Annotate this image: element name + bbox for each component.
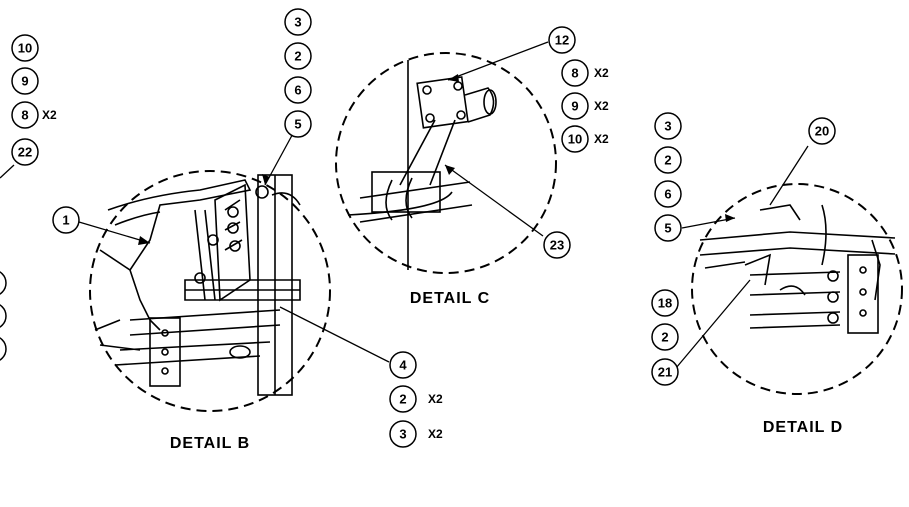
balloon-d-2b: 2 bbox=[651, 323, 679, 351]
detail-c-title: DETAIL C bbox=[410, 290, 490, 307]
qty-c-9: X2 bbox=[594, 99, 609, 113]
balloon-b-bot-2: 2 bbox=[389, 385, 417, 413]
balloon-d-20: 20 bbox=[808, 117, 836, 145]
qty-b-bot-2: X2 bbox=[428, 392, 443, 406]
balloon-d-2-text: 2 bbox=[664, 153, 671, 168]
balloon-b-left-22-text: 22 bbox=[18, 145, 32, 160]
balloon-d-5-text: 5 bbox=[664, 221, 671, 236]
balloon-d-2: 2 bbox=[654, 146, 682, 174]
balloon-b-1: 1 bbox=[52, 206, 80, 234]
balloon-b-left-9-text: 9 bbox=[21, 74, 28, 89]
balloon-c-12: 12 bbox=[548, 26, 576, 54]
detail-titles: DETAIL B DETAIL C DETAIL D bbox=[170, 290, 843, 452]
balloon-b-top-5: 5 bbox=[284, 110, 312, 138]
balloon-b-left-8: 8 bbox=[11, 101, 39, 129]
balloon-d-3-text: 3 bbox=[664, 119, 671, 134]
balloon-d-3: 3 bbox=[654, 112, 682, 140]
balloon-b-bot-3: 3 bbox=[389, 420, 417, 448]
detail-b-boundary bbox=[89, 170, 331, 412]
balloon-b-bot-4-text: 4 bbox=[399, 358, 407, 373]
detail-d-boundary bbox=[691, 183, 903, 395]
balloon-d-20-text: 20 bbox=[815, 124, 829, 139]
balloon-b-bot-3-text: 3 bbox=[399, 427, 406, 442]
partial-balloon-2 bbox=[0, 304, 7, 328]
detail-c-structure bbox=[347, 60, 497, 270]
balloon-b-left-22: 22 bbox=[11, 138, 39, 166]
detail-b-title: DETAIL B bbox=[170, 435, 250, 452]
qty-c-8: X2 bbox=[594, 66, 609, 80]
balloon-b-top-2: 2 bbox=[284, 42, 312, 70]
balloon-c-23-text: 23 bbox=[550, 238, 564, 253]
balloon-b-left-9: 9 bbox=[11, 67, 39, 95]
quantity-labels: X2 X2 X2 X2 X2 X2 bbox=[42, 66, 609, 441]
balloon-c-9-text: 9 bbox=[571, 99, 578, 114]
balloon-b-top-6: 6 bbox=[284, 76, 312, 104]
balloon-b-top-3: 3 bbox=[284, 8, 312, 36]
qty-b-bot-3: X2 bbox=[428, 427, 443, 441]
detail-d-structure bbox=[699, 204, 896, 334]
partial-balloon-3 bbox=[0, 337, 7, 361]
balloon-b-bot-2-text: 2 bbox=[399, 392, 406, 407]
balloon-d-21: 21 bbox=[651, 358, 679, 386]
balloon-c-9: 9 bbox=[561, 92, 589, 120]
qty-b-left-8: X2 bbox=[42, 108, 57, 122]
partial-balloon-1 bbox=[0, 271, 7, 295]
detail-d-title: DETAIL D bbox=[763, 419, 843, 436]
balloon-d-6: 6 bbox=[654, 180, 682, 208]
balloon-b-left-10: 10 bbox=[11, 34, 39, 62]
balloon-b-1-text: 1 bbox=[62, 213, 69, 228]
balloon-d-21-text: 21 bbox=[658, 365, 672, 380]
balloon-b-left-10-text: 10 bbox=[18, 41, 32, 56]
balloon-b-left-8-text: 8 bbox=[21, 108, 28, 123]
balloon-b-top-6-text: 6 bbox=[294, 83, 301, 98]
balloon-c-8: 8 bbox=[561, 59, 589, 87]
balloon-c-10-text: 10 bbox=[568, 132, 582, 147]
balloons: 10 9 8 22 1 3 2 6 5 4 2 3 12 8 9 10 23 3… bbox=[0, 8, 836, 448]
balloon-d-2b-text: 2 bbox=[661, 330, 668, 345]
detail-b-structure bbox=[94, 174, 301, 396]
balloon-d-18: 18 bbox=[651, 289, 679, 317]
balloon-c-23: 23 bbox=[543, 231, 571, 259]
detail-b-view bbox=[89, 170, 331, 412]
balloon-d-18-text: 18 bbox=[658, 296, 672, 311]
balloon-b-bot-4: 4 bbox=[389, 351, 417, 379]
leader-arrows bbox=[138, 74, 735, 245]
balloon-b-top-5-text: 5 bbox=[294, 117, 301, 132]
qty-c-10: X2 bbox=[594, 132, 609, 146]
detail-c-boundary bbox=[335, 52, 557, 274]
balloon-c-12-text: 12 bbox=[555, 33, 569, 48]
balloon-c-10: 10 bbox=[561, 125, 589, 153]
detail-c-view bbox=[335, 52, 557, 274]
balloon-b-top-2-text: 2 bbox=[294, 49, 301, 64]
balloon-b-top-3-text: 3 bbox=[294, 15, 301, 30]
balloon-d-6-text: 6 bbox=[664, 187, 671, 202]
balloon-c-8-text: 8 bbox=[571, 66, 578, 81]
balloon-d-5: 5 bbox=[654, 214, 682, 242]
detail-d-view bbox=[691, 183, 903, 395]
